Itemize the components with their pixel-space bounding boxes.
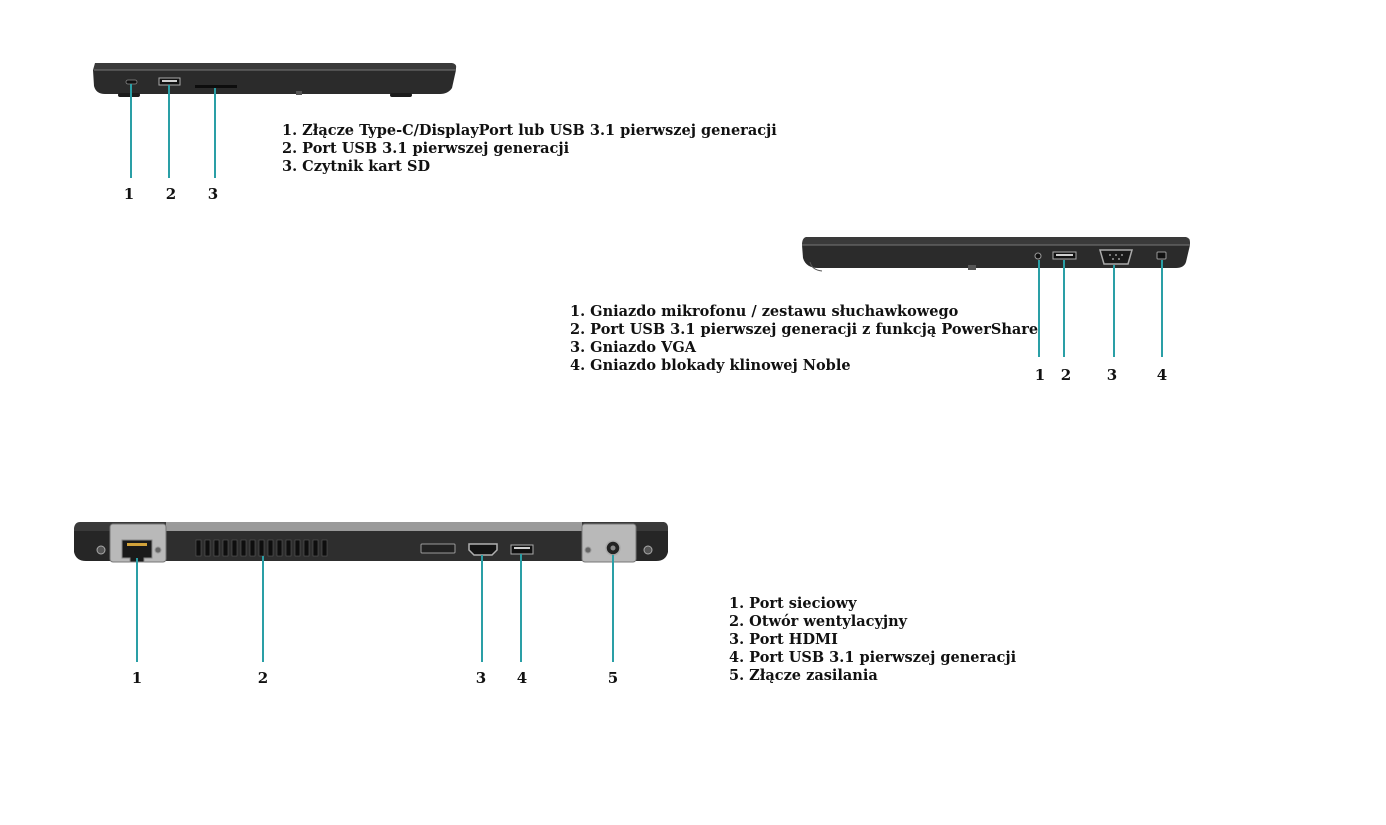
callout-number: 2 [1060,366,1072,384]
legend-item: 3. Port HDMI [729,631,838,648]
callout-number: 2 [257,669,269,687]
callout-number: 2 [165,185,177,203]
audio-jack [1034,252,1042,260]
vga-port [1099,249,1133,265]
callout-number: 3 [207,185,219,203]
callout-number: 1 [123,185,135,203]
hdmi-port [468,543,498,556]
callout-number: 3 [1106,366,1118,384]
legend-item: 3. Czytnik kart SD [282,158,431,175]
legend-item: 3. Gniazdo VGA [570,339,696,356]
callout-number: 3 [475,669,487,687]
left-side-legend: 1. Złącze Type-C/DisplayPort lub USB 3.1… [282,122,777,176]
legend-item: 1. Port sieciowy [729,595,857,612]
legend-item: 5. Złącze zasilania [729,667,878,684]
callout-number: 5 [607,669,619,687]
legend-item: 2. Otwór wentylacyjny [729,613,908,630]
sd-card-slot [195,85,237,88]
callout-number: 4 [516,669,528,687]
legend-item: 4. Gniazdo blokady klinowej Noble [570,357,851,374]
vent-grille [195,539,328,557]
callout-number: 1 [1034,366,1046,384]
legend-item: 1. Gniazdo mikrofonu / zestawu słuchawko… [570,303,959,320]
legend-item: 2. Port USB 3.1 pierwszej generacji z fu… [570,321,1039,338]
lock-slot [1156,251,1167,260]
callout-number: 1 [131,669,143,687]
legend-item: 1. Złącze Type-C/DisplayPort lub USB 3.1… [282,122,777,139]
callout-number: 4 [1156,366,1168,384]
legend-item: 2. Port USB 3.1 pierwszej generacji [282,140,570,157]
legend-item: 4. Port USB 3.1 pierwszej generacji [729,649,1017,666]
usb-a-port [510,544,534,555]
right-side-legend: 1. Gniazdo mikrofonu / zestawu słuchawko… [570,303,1038,375]
back-side-legend: 1. Port sieciowy 2. Otwór wentylacyjny 3… [729,595,1016,685]
